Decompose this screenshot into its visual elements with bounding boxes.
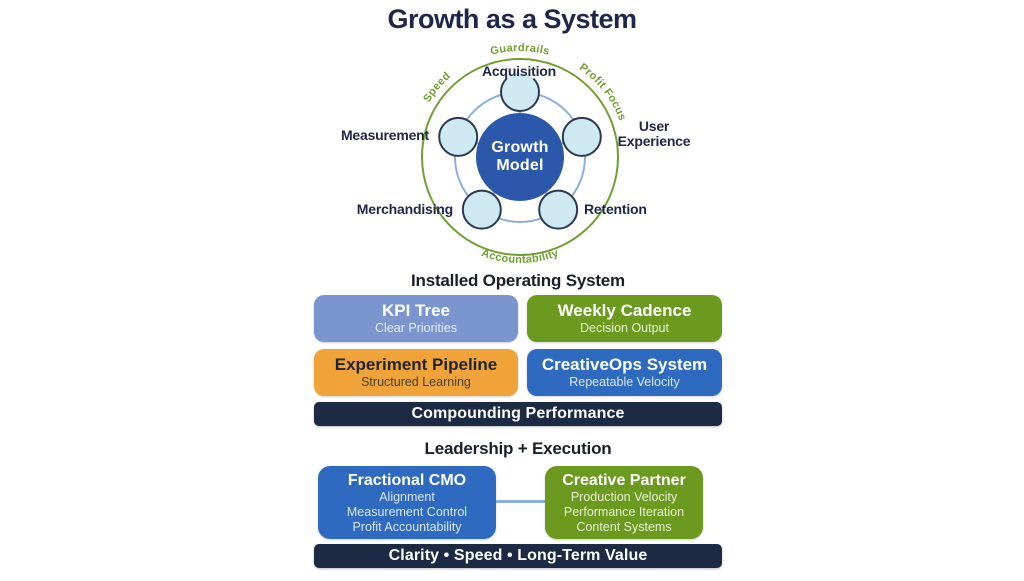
os-section-heading: Installed Operating System [411,271,625,290]
card-subtitle: Repeatable Velocity [569,375,680,389]
card-subtitle: Decision Output [580,321,669,335]
card-subtitle: Clear Priorities [375,321,457,335]
growth-model-hub-diagram: Guardrails Speed Profit Focus Accountabi… [341,42,691,266]
card-title: KPI Tree [381,301,451,320]
card-experiment-pipeline: Experiment Pipeline Structured Learning [314,349,518,396]
node-retention [538,189,579,230]
outer-ring [421,58,619,256]
ring-label-speed: Speed [421,70,453,105]
node-merchandising [461,189,502,230]
card-line: Production Velocity [570,489,678,504]
label-measurement: Measurement [341,127,430,143]
card-title: CreativeOps System [541,355,708,374]
card-line: Alignment [379,489,435,504]
leadership-section-heading: Leadership + Execution [424,439,612,458]
card-line: Performance Iteration [563,504,685,519]
card-fractional-cmo: Fractional CMO Alignment Measurement Con… [318,466,496,539]
os-card-grid: KPI Tree Clear Priorities Weekly Cadence… [314,295,722,396]
card-creativeops-system: CreativeOps System Repeatable Velocity [527,349,722,396]
compounding-performance-banner: Compounding Performance [314,402,722,426]
ring-label-guardrails: Guardrails [489,42,551,58]
label-user: User [639,118,670,134]
card-line: Content Systems [576,519,672,534]
core-label-line2: Model [496,157,543,174]
card-weekly-cadence: Weekly Cadence Decision Output [527,295,722,342]
label-acquisition: Acquisition [482,63,556,79]
label-retention: Retention [584,201,647,217]
node-measurement [438,116,479,157]
label-merchandising: Merchandising [357,201,453,217]
card-line: Measurement Control [346,504,468,519]
node-acquisition [500,72,540,112]
card-subtitle: Structured Learning [361,375,471,389]
ring-label-profit-focus: Profit Focus [577,61,628,122]
clarity-speed-value-banner: Clarity • Speed • Long-Term Value [314,544,722,568]
core-label-line1: Growth [491,139,548,156]
card-line: Profit Accountability [352,519,462,534]
label-experience: Experience [618,133,691,149]
card-title: Creative Partner [562,471,686,489]
page-title: Growth as a System [387,4,637,34]
ring-label-accountability: Accountability [480,247,561,266]
growth-model-core [476,113,564,201]
card-kpi-tree: KPI Tree Clear Priorities [314,295,518,342]
card-creative-partner: Creative Partner Production Velocity Per… [545,466,703,539]
card-title: Weekly Cadence [557,301,692,320]
node-user-experience [561,116,602,157]
card-title: Experiment Pipeline [334,355,498,374]
card-title: Fractional CMO [347,471,467,489]
cmo-partner-connector-line [496,500,545,503]
